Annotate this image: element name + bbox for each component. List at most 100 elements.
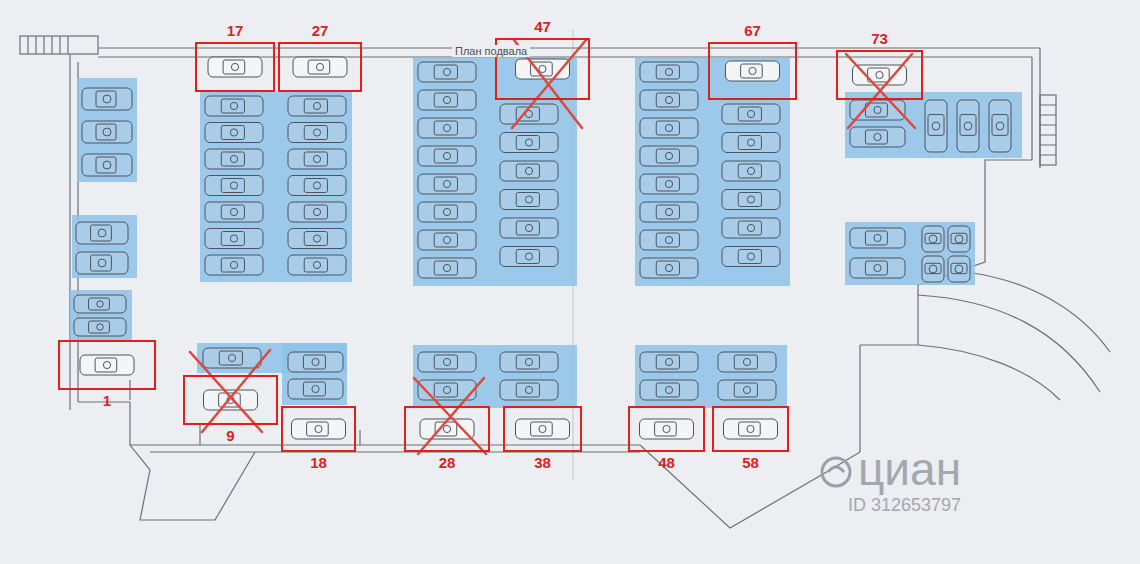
space-number: 17 (227, 22, 244, 40)
space-frame (404, 406, 490, 452)
parking-space-box: 18 (281, 406, 356, 472)
space-frame (712, 406, 789, 452)
space-frame (628, 406, 705, 452)
space-frame (503, 406, 582, 452)
parking-space-box: 48 (628, 406, 705, 472)
car-icon (722, 247, 780, 267)
car-icon (500, 133, 558, 153)
car-icon (205, 149, 263, 169)
car-icon (418, 146, 476, 166)
car-icon (722, 218, 780, 238)
car-icon (205, 202, 263, 222)
car-icon (76, 252, 128, 274)
car-icon (500, 247, 558, 267)
space-frame (183, 375, 278, 425)
car-icon (500, 380, 558, 400)
car-icon (288, 202, 346, 222)
car-icon (726, 61, 780, 81)
car-icon (74, 318, 126, 336)
car-icon (205, 229, 263, 249)
space-number: 47 (534, 18, 551, 36)
car-icon (76, 222, 128, 244)
car-icon (850, 127, 905, 147)
car-icon (640, 90, 698, 110)
car-icon (640, 380, 698, 400)
car-icon (640, 230, 698, 250)
car-icon (922, 256, 944, 282)
car-icon (640, 419, 694, 439)
car-icon (948, 256, 970, 282)
car-icon (288, 229, 346, 249)
car-icon (718, 380, 776, 400)
car-icon (74, 295, 126, 313)
parking-space-box: 58 (712, 406, 789, 472)
watermark-logo (822, 458, 850, 486)
parking-space-box: 73 (836, 30, 923, 100)
space-number: 9 (226, 427, 234, 445)
car-icon (948, 226, 970, 252)
car-icon (292, 419, 346, 439)
space-number: 67 (744, 22, 761, 40)
car-icon (500, 190, 558, 210)
car-icon (418, 202, 476, 222)
car-icon (288, 96, 346, 116)
parking-block (72, 215, 137, 278)
car-icon (640, 258, 698, 278)
car-icon (205, 123, 263, 143)
car-icon (205, 96, 263, 116)
space-number: 38 (534, 454, 551, 472)
parking-block (413, 345, 577, 408)
parking-space-box: 47 (495, 18, 590, 100)
car-icon (925, 100, 947, 152)
building-walls (20, 36, 1110, 528)
car-icon (293, 57, 347, 77)
car-icon (640, 62, 698, 82)
space-number: 27 (312, 22, 329, 40)
car-icon (205, 176, 263, 196)
parking-block (845, 222, 975, 285)
car-icon (922, 226, 944, 252)
parking-space-box: 1 (58, 340, 156, 410)
space-number: 73 (871, 30, 888, 48)
parking-space-box: 9 (183, 375, 278, 445)
car-icon (500, 218, 558, 238)
space-frame (278, 42, 362, 92)
plan-title: План подвала (452, 45, 530, 57)
car-icon (418, 352, 476, 372)
car-icon (722, 190, 780, 210)
car-icon (203, 348, 261, 368)
car-icon (418, 118, 476, 138)
car-icon (288, 255, 346, 275)
car-icon (418, 174, 476, 194)
cross-marks (190, 40, 915, 454)
parking-block (282, 343, 347, 405)
car-icon (957, 100, 979, 152)
car-icon (640, 174, 698, 194)
car-icon (204, 390, 258, 410)
space-number: 48 (658, 454, 675, 472)
space-frame (281, 406, 356, 452)
car-icon (500, 352, 558, 372)
car-icon (80, 355, 134, 375)
parking-block (200, 92, 352, 282)
space-frame (836, 50, 923, 100)
car-icon (640, 352, 698, 372)
car-icon (724, 419, 778, 439)
car-icon (640, 202, 698, 222)
car-icon (288, 176, 346, 196)
watermark-id: ID 312653797 (848, 496, 961, 516)
car-icon (722, 161, 780, 181)
car-icon (82, 154, 132, 176)
car-icon (288, 123, 346, 143)
parking-space-box: 38 (503, 406, 582, 472)
car-icon (850, 258, 905, 278)
space-number: 18 (310, 454, 327, 472)
car-icon (288, 352, 343, 372)
car-icon (640, 146, 698, 166)
car-icon (82, 121, 132, 143)
parking-space-box: 17 (195, 22, 275, 92)
parking-block (70, 290, 132, 340)
car-icon (718, 352, 776, 372)
